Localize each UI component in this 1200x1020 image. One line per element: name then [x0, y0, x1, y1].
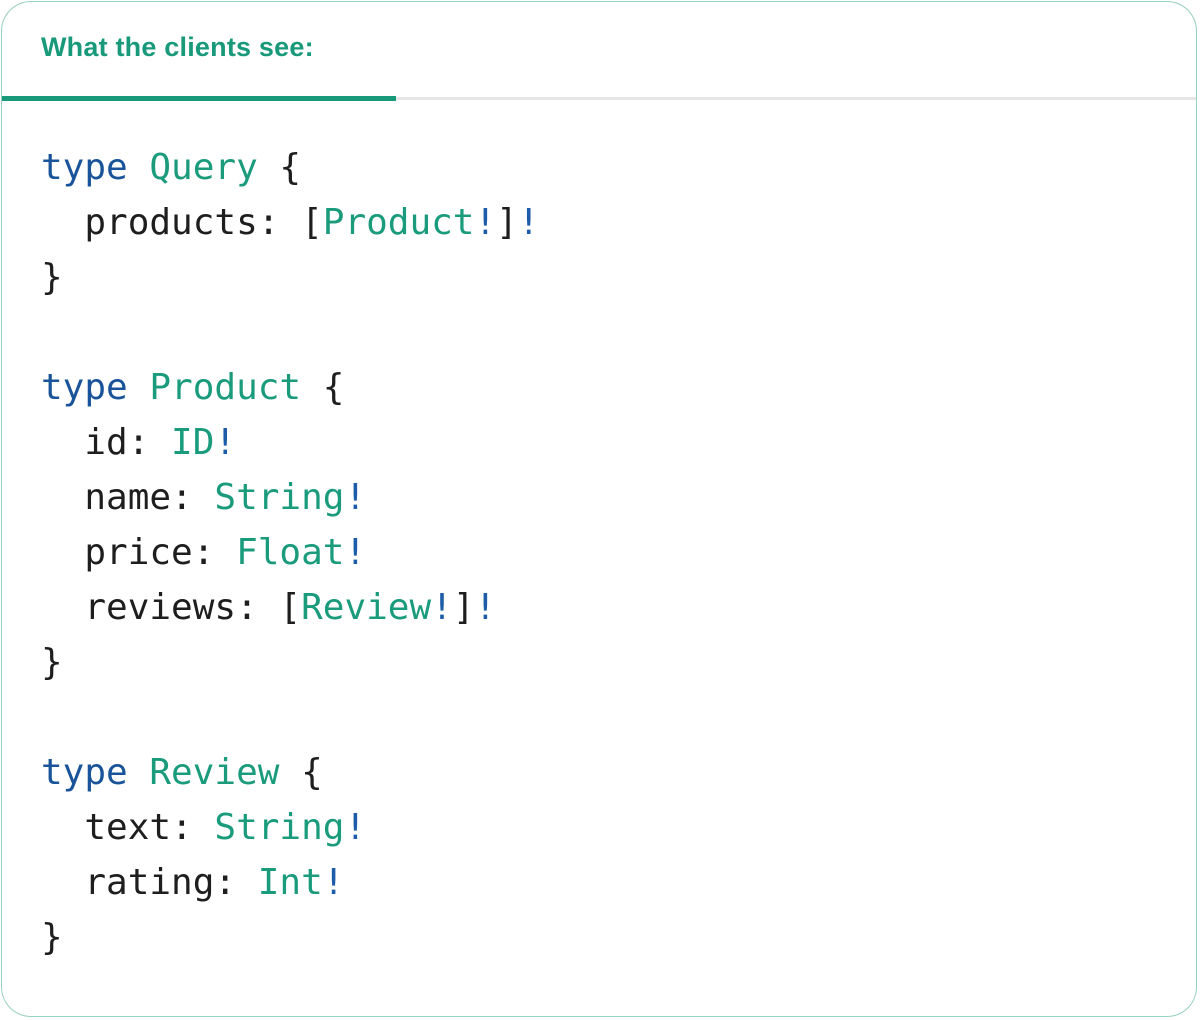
code-token: String	[214, 807, 345, 848]
code-line: rating: Int!	[41, 855, 1166, 910]
code-line: type Product {	[41, 360, 1166, 415]
code-token: {	[301, 367, 345, 408]
code-line: }	[41, 910, 1166, 965]
code-token: !	[344, 477, 367, 518]
code-token: type	[41, 367, 150, 408]
code-token: Review	[149, 752, 280, 793]
code-token: text:	[41, 807, 215, 848]
code-token: type	[41, 752, 150, 793]
code-token: !	[322, 862, 345, 903]
code-token: ]	[496, 202, 518, 243]
code-token: !	[344, 807, 367, 848]
code-token: !	[474, 202, 497, 243]
tab-bar: What the clients see:	[2, 2, 1196, 101]
code-line: }	[41, 635, 1166, 690]
code-token: Query	[149, 147, 258, 188]
code-token: !	[214, 422, 237, 463]
code-token: }	[41, 257, 63, 298]
code-token: Float	[236, 532, 345, 573]
active-tab-underline	[2, 96, 396, 101]
code-token: }	[41, 642, 63, 683]
code-line: }	[41, 250, 1166, 305]
code-line: type Review {	[41, 745, 1166, 800]
code-line: name: String!	[41, 470, 1166, 525]
tab-title: What the clients see:	[41, 32, 314, 62]
code-token: id:	[41, 422, 172, 463]
code-token: price:	[41, 532, 237, 573]
code-token: products: [	[41, 202, 323, 243]
code-line: products: [Product!]!	[41, 195, 1166, 250]
code-token: !	[344, 532, 367, 573]
code-token: {	[257, 147, 302, 188]
code-token: rating:	[41, 862, 258, 903]
code-block: type Query { products: [Product!]!} type…	[2, 100, 1196, 965]
code-token: Int	[257, 862, 323, 903]
code-token: ]	[452, 587, 475, 628]
code-token: !	[474, 587, 497, 628]
code-token: String	[214, 477, 345, 518]
code-token: reviews: [	[41, 587, 302, 628]
code-token: {	[279, 752, 323, 793]
code-token: !	[517, 202, 540, 243]
code-line: id: ID!	[41, 415, 1166, 470]
code-line	[41, 690, 1166, 745]
code-line: text: String!	[41, 800, 1166, 855]
code-token: Review	[301, 587, 432, 628]
code-line: price: Float!	[41, 525, 1166, 580]
code-line: type Query {	[41, 140, 1166, 195]
code-token: name:	[41, 477, 215, 518]
code-token: }	[41, 917, 63, 958]
code-line: reviews: [Review!]!	[41, 580, 1166, 635]
code-token: Product	[322, 202, 475, 243]
code-token: type	[41, 147, 150, 188]
code-token: !	[431, 587, 453, 628]
code-token: Product	[149, 367, 302, 408]
code-token: ID	[171, 422, 215, 463]
code-line	[41, 305, 1166, 360]
